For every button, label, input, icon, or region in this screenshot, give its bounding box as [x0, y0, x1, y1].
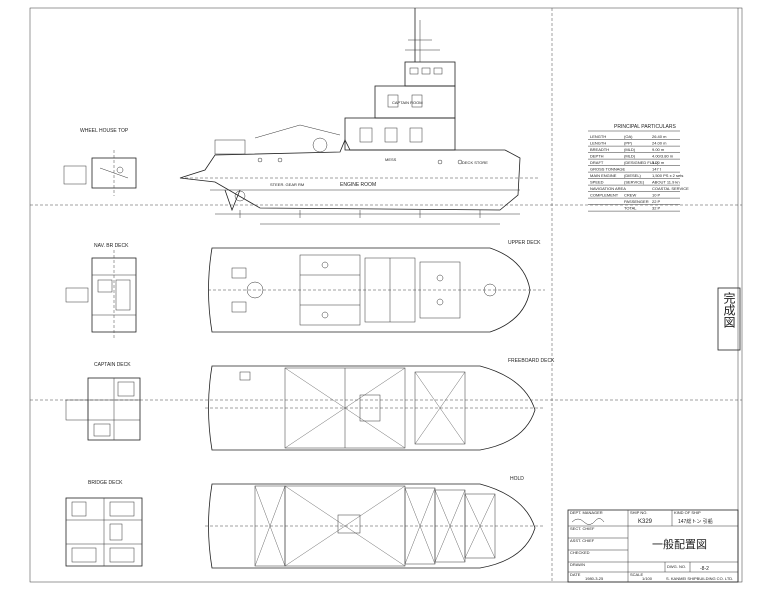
- bridge-deck-plan: [65, 497, 143, 567]
- particular-key: (OA): [624, 134, 633, 139]
- hold-title: HOLD: [510, 476, 524, 482]
- ship-no-value: K329: [638, 519, 653, 525]
- steer-gear-label: STEER. GEAR RM: [270, 182, 304, 187]
- upper-deck-title: UPPER DECK: [508, 240, 541, 246]
- particular-value: 1,500 PS x 2 sets: [652, 173, 683, 178]
- dept-manager-label: DEPT. MANAGER: [570, 510, 603, 515]
- particular-label: LENGTH: [590, 134, 606, 139]
- captain-room-label: CAPTAIN ROOM: [392, 100, 423, 105]
- date-value: 1980-3-25: [585, 576, 604, 581]
- particular-value: 22 P: [652, 199, 661, 204]
- particular-value: 3.20 m: [652, 160, 665, 165]
- particular-key: (PP): [624, 141, 633, 146]
- particular-key: (MLD): [624, 147, 636, 152]
- dwg-no-label: DWG. NO.: [667, 564, 686, 569]
- deck-store-label: DECK STORE: [462, 160, 488, 165]
- company-name: S. KANMEI SHIPBUILDING CO. LTD.: [666, 576, 733, 581]
- bridge-deck-title: BRIDGE DECK: [88, 480, 123, 486]
- wheel-house-top-title: WHEEL HOUSE TOP: [80, 128, 129, 134]
- nav-br-deck-plan: [65, 250, 137, 340]
- freeboard-deck-title: FREEBOARD DECK: [508, 358, 555, 364]
- asst-chief-label: ASST. CHIEF: [570, 538, 595, 543]
- stamp-text: 完成図: [722, 292, 736, 328]
- particular-label: NAVIGATION AREA: [590, 186, 626, 191]
- particular-label: GROSS TONNAGE: [590, 167, 626, 172]
- particular-key: (MLD): [624, 154, 636, 159]
- title-block: [567, 509, 739, 583]
- particular-value: 10 P: [652, 193, 661, 198]
- freeboard-deck-plan: [205, 365, 545, 451]
- particular-value: 24.00 m: [652, 141, 667, 146]
- particular-value: 32 P: [652, 206, 661, 211]
- particular-label: DRAFT: [590, 160, 604, 165]
- particular-label: DEPTH: [590, 154, 604, 159]
- particular-key: TOTAL: [624, 206, 637, 211]
- particular-label: MAIN ENGINE: [590, 173, 617, 178]
- particular-label: COMPLEMENT: [590, 193, 619, 198]
- particular-label: SPEED: [590, 180, 604, 185]
- mess-label: MESS: [385, 157, 397, 162]
- signature: [571, 518, 605, 525]
- scale-value: 1/100: [642, 576, 653, 581]
- scale-label: SCALE: [630, 572, 643, 577]
- principal-particulars-table: PRINCIPAL PARTICULARS LENGTH (OA) 26.40 m L…: [588, 124, 689, 212]
- drawing-title: 一般配置図: [652, 538, 707, 551]
- captain-deck-plan: [65, 377, 141, 441]
- hold-plan: [205, 483, 545, 569]
- kind-value: 147総トン 引船: [678, 518, 713, 525]
- particular-value: 147 t: [652, 167, 662, 172]
- sheet-border: [29, 7, 743, 583]
- particular-key: CREW: [624, 193, 636, 198]
- particular-key: (DIESEL): [624, 173, 642, 178]
- sect-chief-label: SECT. CHIEF: [570, 526, 595, 531]
- particular-value: 4.00/3.80 m: [652, 154, 674, 159]
- particular-key: (DESIGNED FULL): [624, 160, 659, 165]
- particular-label: LENGTH: [590, 141, 606, 146]
- captain-deck-title: CAPTAIN DECK: [94, 362, 131, 368]
- wheel-house-top-plan: [63, 150, 137, 196]
- particular-key: (SERVICE): [624, 180, 645, 185]
- particular-value: ABOUT 11.9 kn: [652, 180, 680, 185]
- profile-view: [179, 8, 540, 225]
- nav-br-deck-title: NAV. BR DECK: [94, 243, 129, 249]
- kind-label: KIND OF SHIP: [674, 510, 701, 515]
- date-label: DATE: [570, 572, 581, 577]
- checked-label: CHECKED: [570, 550, 590, 555]
- dwg-no-value: -8-2: [700, 566, 709, 572]
- particular-label: BREADTH: [590, 147, 609, 152]
- completion-stamp: [717, 287, 741, 351]
- ship-no-label: SHIP NO.: [630, 510, 648, 515]
- particular-value: 26.40 m: [652, 134, 667, 139]
- drawn-label: DRAWN: [570, 562, 585, 567]
- engine-room-label: ENGINE ROOM: [340, 182, 376, 188]
- particular-value: 9.00 m: [652, 147, 665, 152]
- particulars-title: PRINCIPAL PARTICULARS: [614, 124, 676, 130]
- particular-key: PASSENGER: [624, 199, 649, 204]
- upper-deck-plan: [208, 247, 545, 333]
- particular-value: COASTAL SERVICE: [652, 186, 689, 191]
